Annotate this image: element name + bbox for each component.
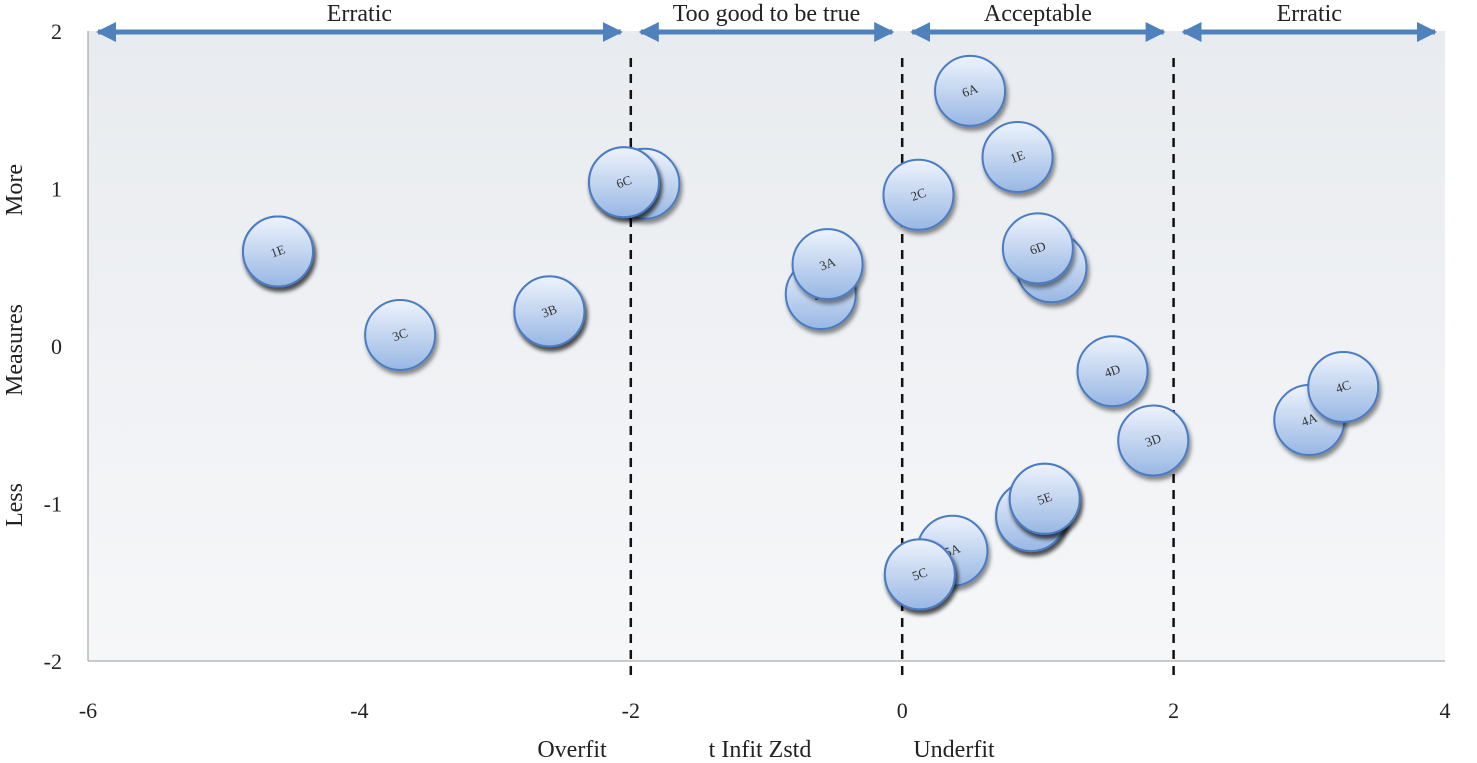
data-point-bubble [588, 146, 661, 219]
data-point-bubble [1076, 335, 1149, 408]
data-point-label: 3A [817, 254, 838, 274]
data-point: 6D [1001, 212, 1074, 285]
data-point-label: 6D [1028, 238, 1048, 258]
data-point: 3A [791, 228, 864, 301]
plot-area [88, 31, 1445, 661]
data-point: 5C [883, 538, 956, 611]
band-label: Erratic [1277, 1, 1342, 27]
data-point: 1E [241, 215, 314, 288]
data-point-bubble [1307, 350, 1380, 423]
data-point-label: 3D [1143, 430, 1163, 450]
data-point-label: 6C [614, 172, 633, 191]
band-label: Erratic [327, 1, 392, 27]
x-axis-title: t Infit Zstd [709, 737, 812, 763]
x-axis-label-overfit: Overfit [537, 737, 607, 763]
data-point-label: 1E [268, 241, 287, 260]
y-tick-labels: 2 1 0 -1 -2 [44, 19, 62, 674]
data-point: 6A [934, 54, 1007, 127]
data-point-bubble [883, 538, 956, 611]
x-tick-labels: -6 -4 -2 0 2 4 [79, 698, 1451, 723]
data-point: 4C [1307, 350, 1380, 423]
y-axis-label-less: Less [2, 483, 28, 527]
band-arrows: Erratic Too good to be true Acceptable Erra… [96, 1, 1437, 42]
data-point-bubble [981, 121, 1054, 193]
data-point: 5E [1008, 462, 1081, 535]
y-axis-label-more: More [2, 164, 28, 216]
x-axis-label-underfit: Underfit [913, 737, 995, 763]
data-point-label: 4A [1299, 410, 1320, 430]
data-point-bubble [241, 215, 314, 288]
data-point: 6C [588, 146, 661, 219]
data-point-bubble [934, 54, 1007, 127]
data-point-label: 3B [540, 301, 560, 320]
data-point-label: 2C [909, 185, 928, 204]
data-point-label: 1E [1008, 147, 1027, 166]
data-point-label: 3C [390, 325, 409, 344]
y-tick-label: 1 [51, 177, 62, 202]
data-point-label: 4C [1333, 377, 1352, 396]
x-tick-label: -4 [350, 698, 368, 723]
data-point-bubble [791, 228, 864, 301]
data-point-bubble [1001, 212, 1074, 285]
x-tick-label: 4 [1440, 698, 1451, 723]
y-axis-label-measures: Measures [2, 304, 28, 396]
y-tick-label: 2 [51, 19, 62, 44]
x-tick-label: -2 [622, 698, 640, 723]
data-point-label: 5C [910, 564, 929, 583]
band-label: Acceptable [984, 1, 1092, 27]
x-tick-label: 0 [897, 698, 908, 723]
y-tick-label: -1 [44, 492, 62, 517]
data-point-label: 5E [1035, 489, 1054, 508]
data-point: 3B [513, 275, 586, 348]
data-point-bubble [1117, 404, 1190, 477]
data-point-bubble [364, 298, 437, 371]
data-point-bubble [513, 275, 586, 348]
data-point: 1E [981, 121, 1054, 193]
y-tick-label: 0 [51, 334, 62, 359]
data-point-label: 6A [960, 80, 981, 100]
y-tick-label: -2 [44, 649, 62, 674]
data-point-bubble [1008, 462, 1081, 535]
data-point: 2C [882, 158, 955, 231]
data-bubbles: 2E1E3C2D3B6B5D6C2B3A2C6A1E2A6D4D3D4A4C4B… [241, 54, 1380, 611]
x-tick-label: -6 [79, 698, 97, 723]
x-tick-label: 2 [1168, 698, 1179, 723]
data-point: 4D [1076, 335, 1149, 408]
data-point: 3D [1117, 404, 1190, 477]
data-point-label: 4D [1102, 361, 1122, 381]
band-label: Too good to be true [673, 1, 861, 27]
data-point: 3C [364, 298, 437, 371]
data-point-bubble [882, 158, 955, 231]
